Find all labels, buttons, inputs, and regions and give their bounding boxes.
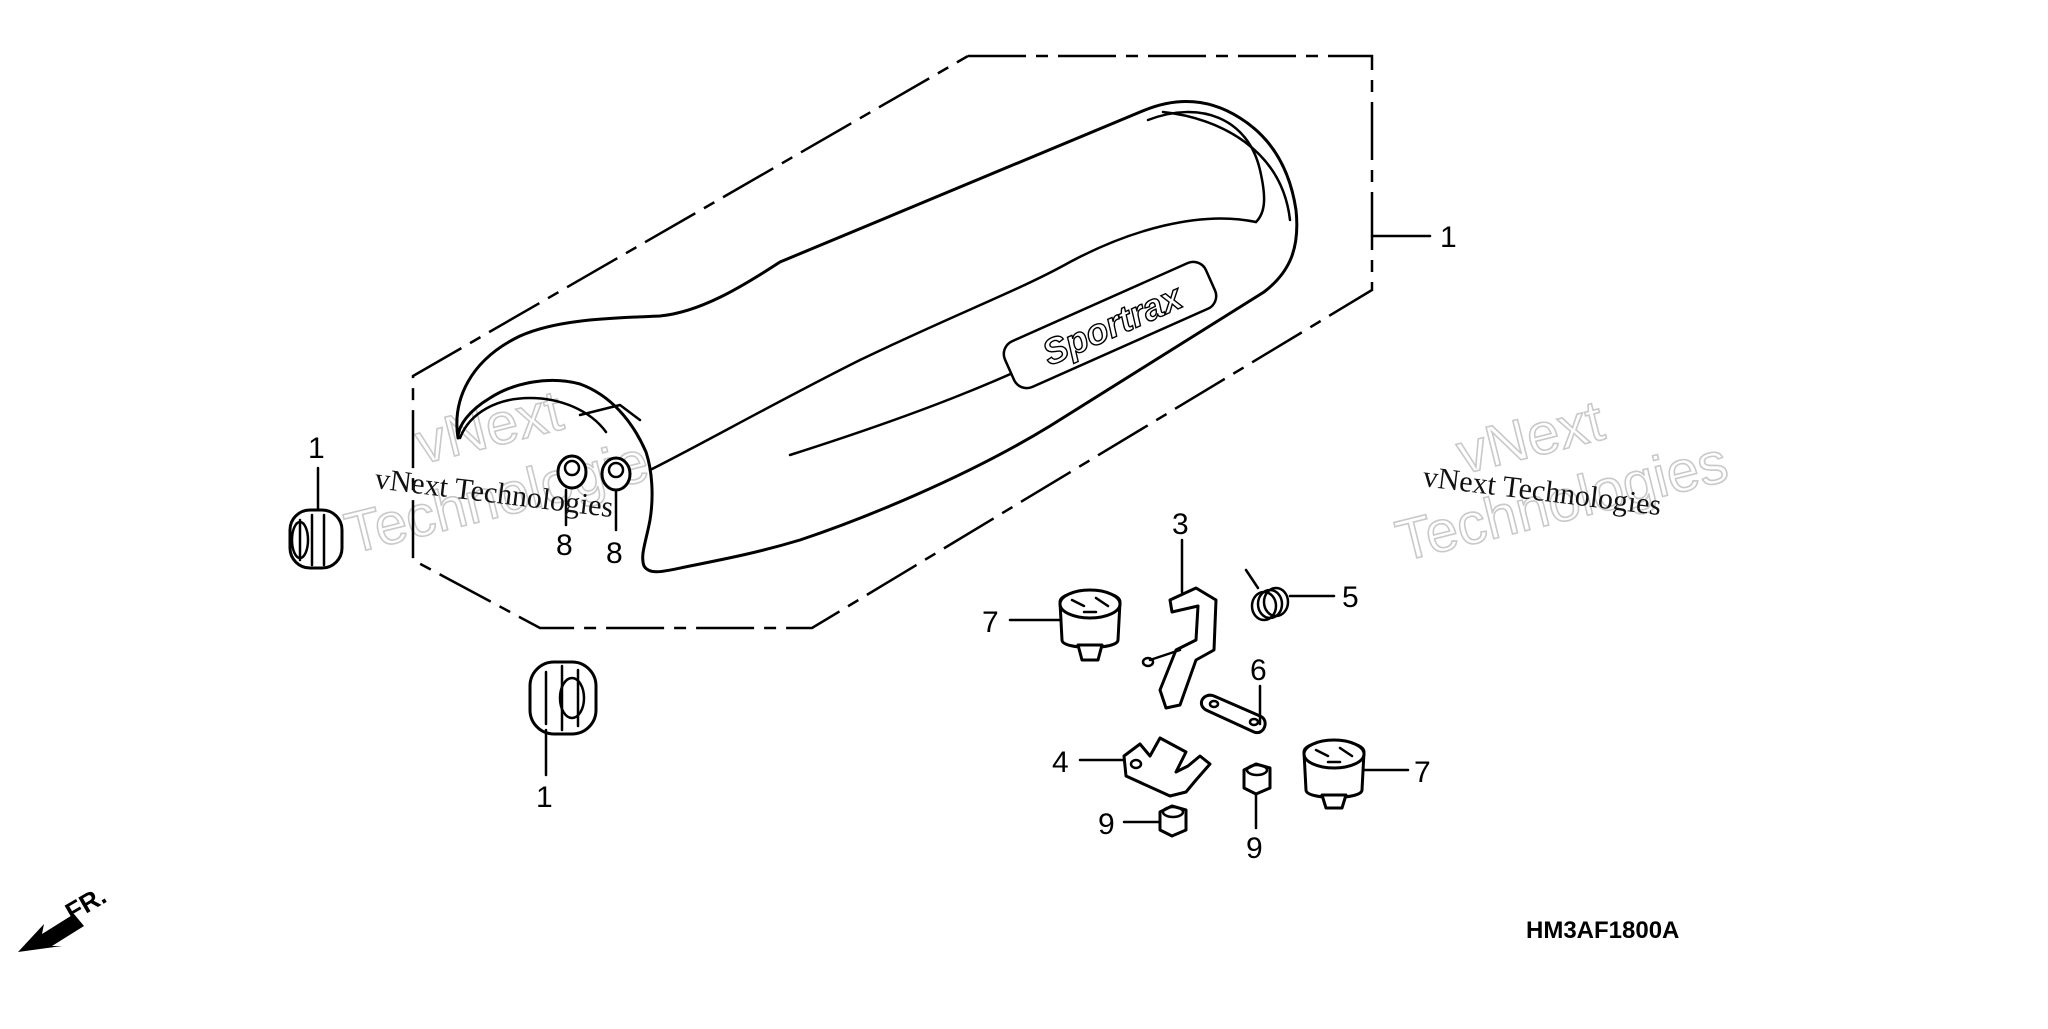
- callout-7a: 7: [982, 606, 999, 639]
- stopper-7a: [1058, 588, 1122, 662]
- stopper-7b: [1302, 738, 1366, 810]
- nut-9a: [1158, 804, 1188, 838]
- cushion-1b: [528, 660, 598, 736]
- spring-5: [1244, 568, 1290, 622]
- bracket-4: [1122, 736, 1212, 798]
- callout-1b: 1: [536, 781, 553, 814]
- plate-6: [1200, 693, 1267, 735]
- cushion-1a: [288, 508, 344, 570]
- nut-9b: [1242, 762, 1272, 796]
- seat-assembly: Sportrax: [455, 100, 1299, 574]
- callout-1a: 1: [308, 432, 325, 465]
- assembly-boundary: [411, 54, 1374, 630]
- callout-2: 1: [1440, 221, 1457, 254]
- callout-7b: 7: [1414, 756, 1431, 789]
- callout-5: 5: [1342, 581, 1359, 614]
- callout-9a: 9: [1098, 808, 1115, 841]
- callout-6: 6: [1250, 654, 1267, 687]
- drawing-code: HM3AF1800A: [1526, 917, 1679, 944]
- callout-4: 4: [1052, 746, 1069, 779]
- callout-9b: 9: [1246, 832, 1263, 865]
- grommet-8a: [556, 454, 588, 490]
- callout-8a: 8: [556, 529, 573, 562]
- grommet-8b: [600, 456, 632, 492]
- seat-hook-3: [1141, 586, 1218, 710]
- callout-3: 3: [1172, 508, 1189, 541]
- front-direction-arrow-icon: FR.: [18, 880, 111, 952]
- callout-8b: 8: [606, 537, 623, 570]
